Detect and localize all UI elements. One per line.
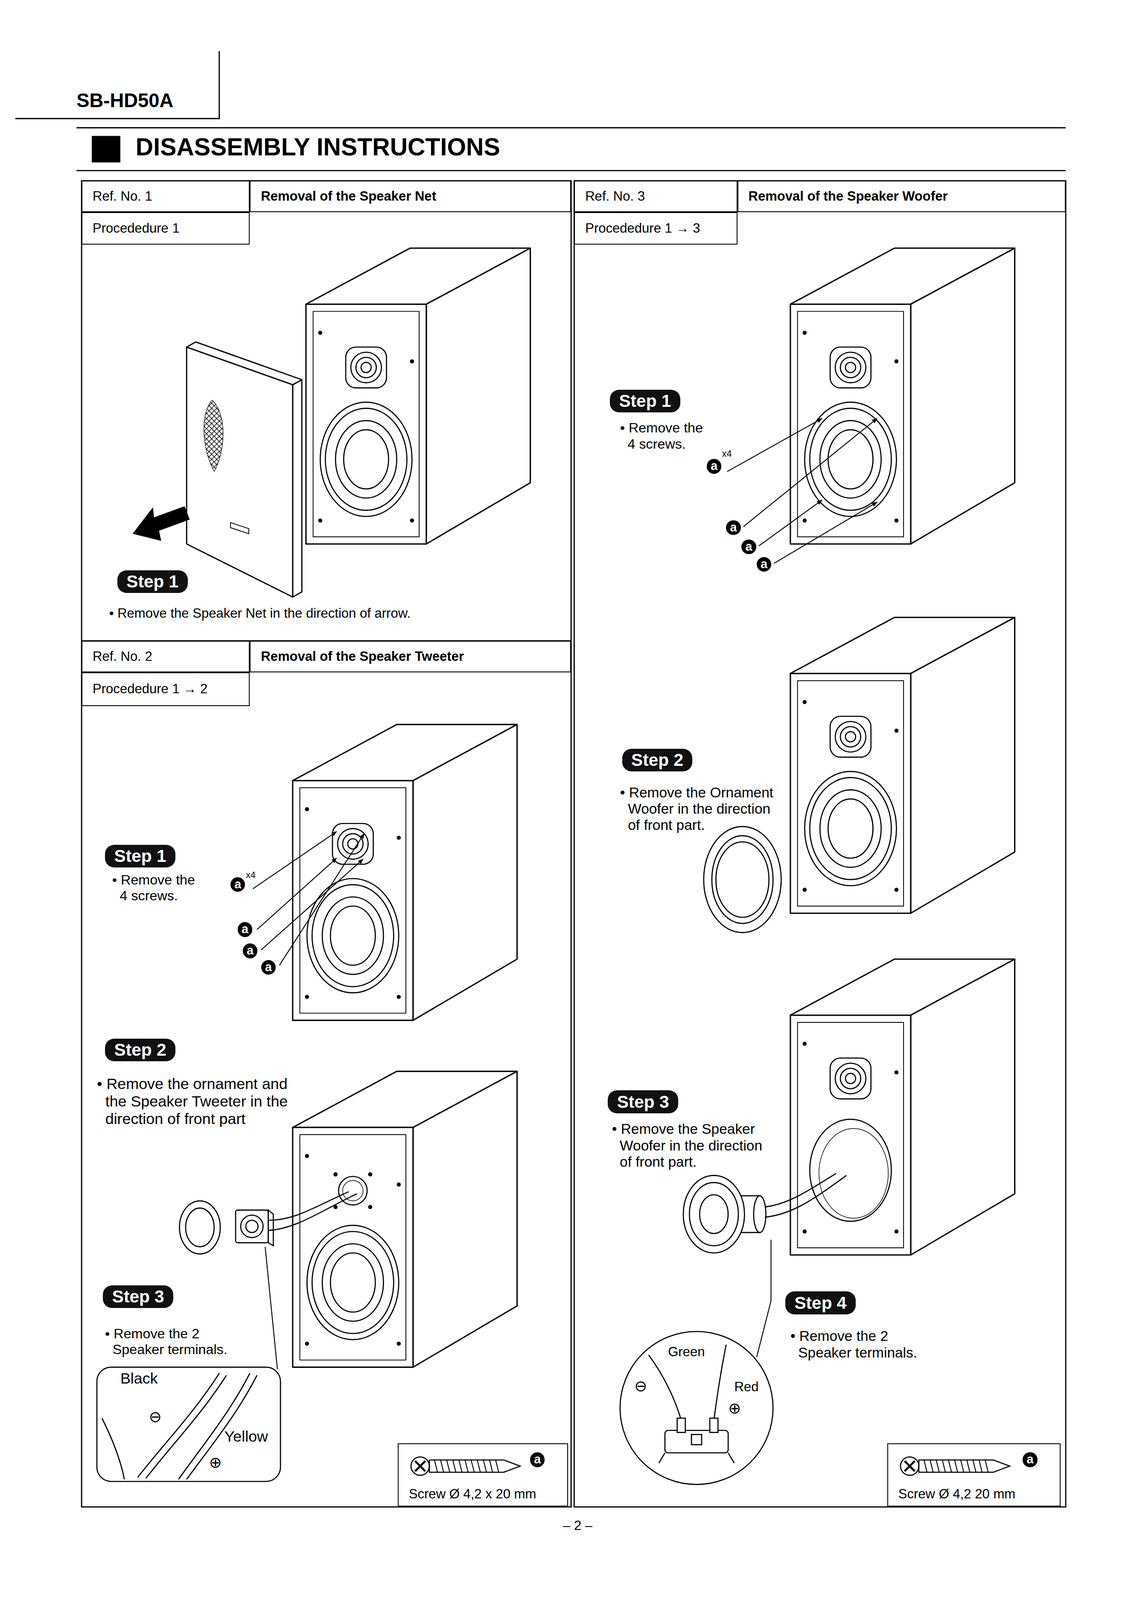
text-slot: • Remove the 4 screws.: [620, 419, 710, 452]
text-slot: Red: [734, 1378, 759, 1395]
text-slot: a: [741, 539, 756, 554]
table-cell: Procededure 1 → 2: [81, 672, 250, 706]
text-slot: • Remove the Speaker Woofer in the direc…: [612, 1120, 765, 1170]
text-slot: ⊖: [148, 1407, 162, 1426]
wire-label: Yellow: [224, 1427, 269, 1446]
step-badge: Step 2: [104, 1038, 176, 1062]
text-slot: • Remove the Speaker Net in the directio…: [109, 605, 411, 621]
table-cell: Ref. No. 3: [574, 180, 738, 213]
callout-letter: a: [237, 921, 253, 937]
step-label: Step 4: [794, 1292, 847, 1314]
cell-text: Removal of the Speaker Net: [260, 188, 437, 205]
text-slot: • Remove the 4 screws.: [112, 871, 202, 904]
callout-letter: a: [242, 943, 258, 958]
screw-spec: Screw Ø 4,2 20 mm: [898, 1486, 1016, 1502]
cell-text: Procededure 1 → 2: [92, 681, 208, 697]
text-slot: • Remove the 2 Speaker terminals.: [790, 1327, 929, 1361]
wire-label: Red: [734, 1378, 759, 1395]
step-label: Step 2: [114, 1039, 167, 1061]
step-label: Step 1: [114, 845, 167, 867]
text-slot: ⊖: [634, 1376, 648, 1395]
wire-label: Green: [667, 1343, 705, 1360]
cell-text: Procededure 1: [92, 220, 180, 237]
step-badge: Step 3: [607, 1090, 679, 1114]
wire-label: – 2 –: [562, 1517, 593, 1534]
step-badge: Step 3: [102, 1285, 174, 1309]
instruction-text: • Remove the Speaker Net in the directio…: [109, 605, 411, 621]
table-cell: Ref. No. 2: [81, 640, 250, 673]
step-badge: Step 1: [104, 844, 176, 868]
callout-letter: a: [230, 877, 245, 892]
instruction-text: • Remove the 4 screws.: [620, 419, 710, 452]
polarity-symbol: ⊖: [634, 1376, 648, 1395]
text-slot: SB-HD50A: [76, 89, 174, 112]
polarity-symbol: ⊕: [209, 1453, 222, 1471]
cell-text: Procededure 1 → 3: [585, 220, 700, 237]
instruction-text: • Remove the 2 Speaker terminals.: [790, 1327, 929, 1361]
wire-label: Black: [120, 1369, 158, 1388]
callout-letter: a: [261, 959, 276, 975]
text-slot: a: [261, 959, 276, 975]
polarity-symbol: ⊖: [148, 1407, 162, 1426]
text-slot: a: [230, 877, 245, 892]
table-cell: Removal of the Speaker Net: [249, 180, 572, 213]
cell-text: Removal of the Speaker Woofer: [748, 188, 948, 205]
text-slot: DISASSEMBLY INSTRUCTIONS: [135, 132, 501, 161]
text-slot: Yellow: [224, 1427, 269, 1446]
step-label: Step 1: [126, 571, 179, 592]
polarity-symbol: ⊕: [728, 1399, 741, 1417]
text-slot: • Remove the ornament and the Speaker Tw…: [96, 1075, 301, 1129]
text-slot: x4: [245, 869, 256, 881]
instruction-text: • Remove the Speaker Woofer in the direc…: [612, 1120, 765, 1170]
text-slot: x4: [722, 448, 732, 460]
text-slot: – 2 –: [562, 1517, 593, 1534]
text-slot: • Remove the 2 Speaker terminals.: [104, 1325, 248, 1358]
callout-letter: a: [725, 520, 741, 535]
text-slot: a: [756, 556, 772, 572]
table-cell: Procededure 1 → 3: [574, 212, 738, 245]
cell-text: Ref. No. 2: [92, 648, 153, 665]
table-cell: Removal of the Speaker Tweeter: [249, 640, 572, 673]
screw-legend-box: aScrew Ø 4,2 20 mm: [887, 1442, 1061, 1507]
step-badge: Step 1: [609, 389, 681, 413]
text-slot: ⊕: [209, 1453, 222, 1471]
page-title: DISASSEMBLY INSTRUCTIONS: [135, 132, 501, 161]
step-label: Step 2: [631, 749, 684, 771]
table-cell: Procededure 1: [81, 212, 250, 245]
step-label: Step 3: [617, 1091, 670, 1113]
instruction-text: • Remove the 2 Speaker terminals.: [104, 1325, 248, 1358]
text-slot: a: [706, 458, 722, 474]
callout-letter: a: [706, 458, 722, 474]
screw-spec: Screw Ø 4,2 x 20 mm: [408, 1486, 537, 1502]
screw-callout: a: [1022, 1451, 1038, 1467]
text-slot: ⊕: [728, 1399, 741, 1417]
model-number: SB-HD50A: [76, 89, 174, 112]
quantity-mark: x4: [722, 448, 732, 460]
quantity-mark: x4: [245, 869, 256, 881]
instruction-text: • Remove the Ornament Woofer in the dire…: [620, 784, 784, 834]
text-slot: • Remove the Ornament Woofer in the dire…: [620, 784, 784, 834]
step-label: Step 3: [112, 1285, 165, 1307]
text-slot: Green: [667, 1343, 705, 1360]
text-slot: Black: [120, 1369, 158, 1388]
instruction-text: • Remove the 4 screws.: [112, 871, 202, 904]
step-label: Step 1: [618, 390, 671, 412]
text-slot: a: [242, 943, 258, 958]
cell-text: Removal of the Speaker Tweeter: [260, 648, 464, 665]
callout-letter: a: [741, 539, 756, 554]
table-cell: Ref. No. 1: [81, 180, 250, 213]
step-badge: Step 1: [117, 570, 188, 594]
screw-callout: a: [530, 1451, 545, 1467]
cell-text: Ref. No. 3: [585, 188, 645, 205]
step-badge: Step 2: [622, 748, 693, 772]
table-cell: Removal of the Speaker Woofer: [737, 180, 1066, 213]
callout-letter: a: [756, 556, 772, 572]
screw-legend-box: aScrew Ø 4,2 x 20 mm: [397, 1442, 569, 1507]
step-badge: Step 4: [785, 1291, 856, 1315]
text-slot: a: [237, 921, 253, 937]
instruction-text: • Remove the ornament and the Speaker Tw…: [96, 1075, 301, 1129]
text-slot: a: [725, 520, 741, 535]
cell-text: Ref. No. 1: [92, 188, 153, 205]
